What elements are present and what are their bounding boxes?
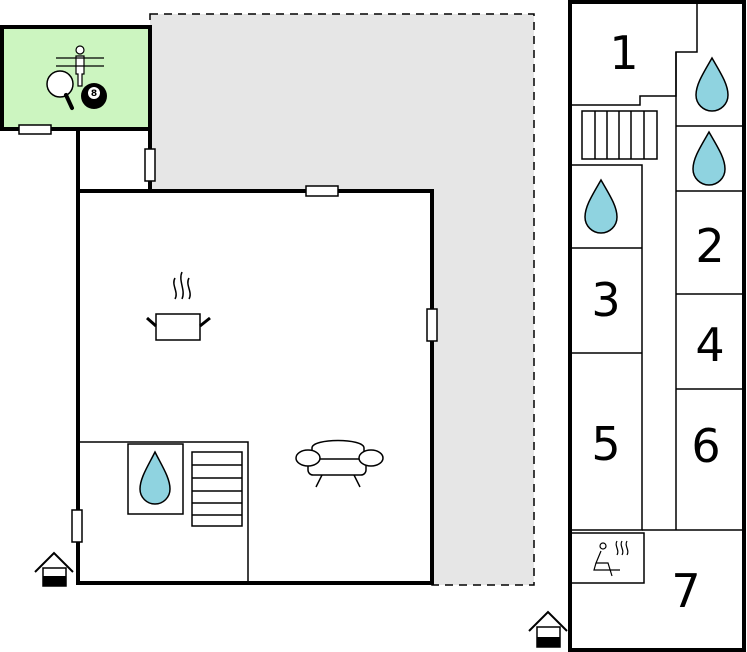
water-drop-icon — [584, 178, 618, 234]
entrance-house-icon — [34, 551, 74, 587]
entrance-house-icon — [528, 610, 568, 648]
stairs-icon — [581, 110, 658, 160]
water-drop-icon — [695, 56, 729, 112]
window — [305, 185, 339, 197]
window — [71, 509, 83, 543]
water-drop-icon — [139, 450, 171, 505]
sofa-icon — [295, 439, 384, 488]
cooking-pot-icon — [146, 271, 211, 341]
terrace-area — [149, 13, 535, 586]
room-number-6: 6 — [691, 419, 720, 473]
svg-text:8: 8 — [91, 89, 97, 99]
billiard-ball-icon: 8 — [81, 83, 107, 109]
room-number-5: 5 — [591, 417, 620, 471]
left-building-walls — [76, 129, 434, 585]
window — [18, 124, 52, 135]
room-number-4: 4 — [695, 318, 724, 372]
table-football-icon — [56, 45, 104, 87]
game-room — [0, 25, 152, 131]
room-number-3: 3 — [591, 273, 620, 327]
window — [426, 308, 438, 342]
bathroom-box-left — [127, 443, 184, 515]
room-number-1: 1 — [609, 26, 638, 80]
right-building-walls — [568, 0, 746, 652]
room-number-7: 7 — [671, 564, 700, 618]
water-drop-icon — [692, 130, 726, 186]
room-number-2: 2 — [695, 219, 724, 273]
stairs-icon — [191, 451, 243, 527]
ping-pong-icon — [46, 70, 74, 110]
sauna-icon — [593, 540, 629, 577]
window — [144, 148, 156, 182]
